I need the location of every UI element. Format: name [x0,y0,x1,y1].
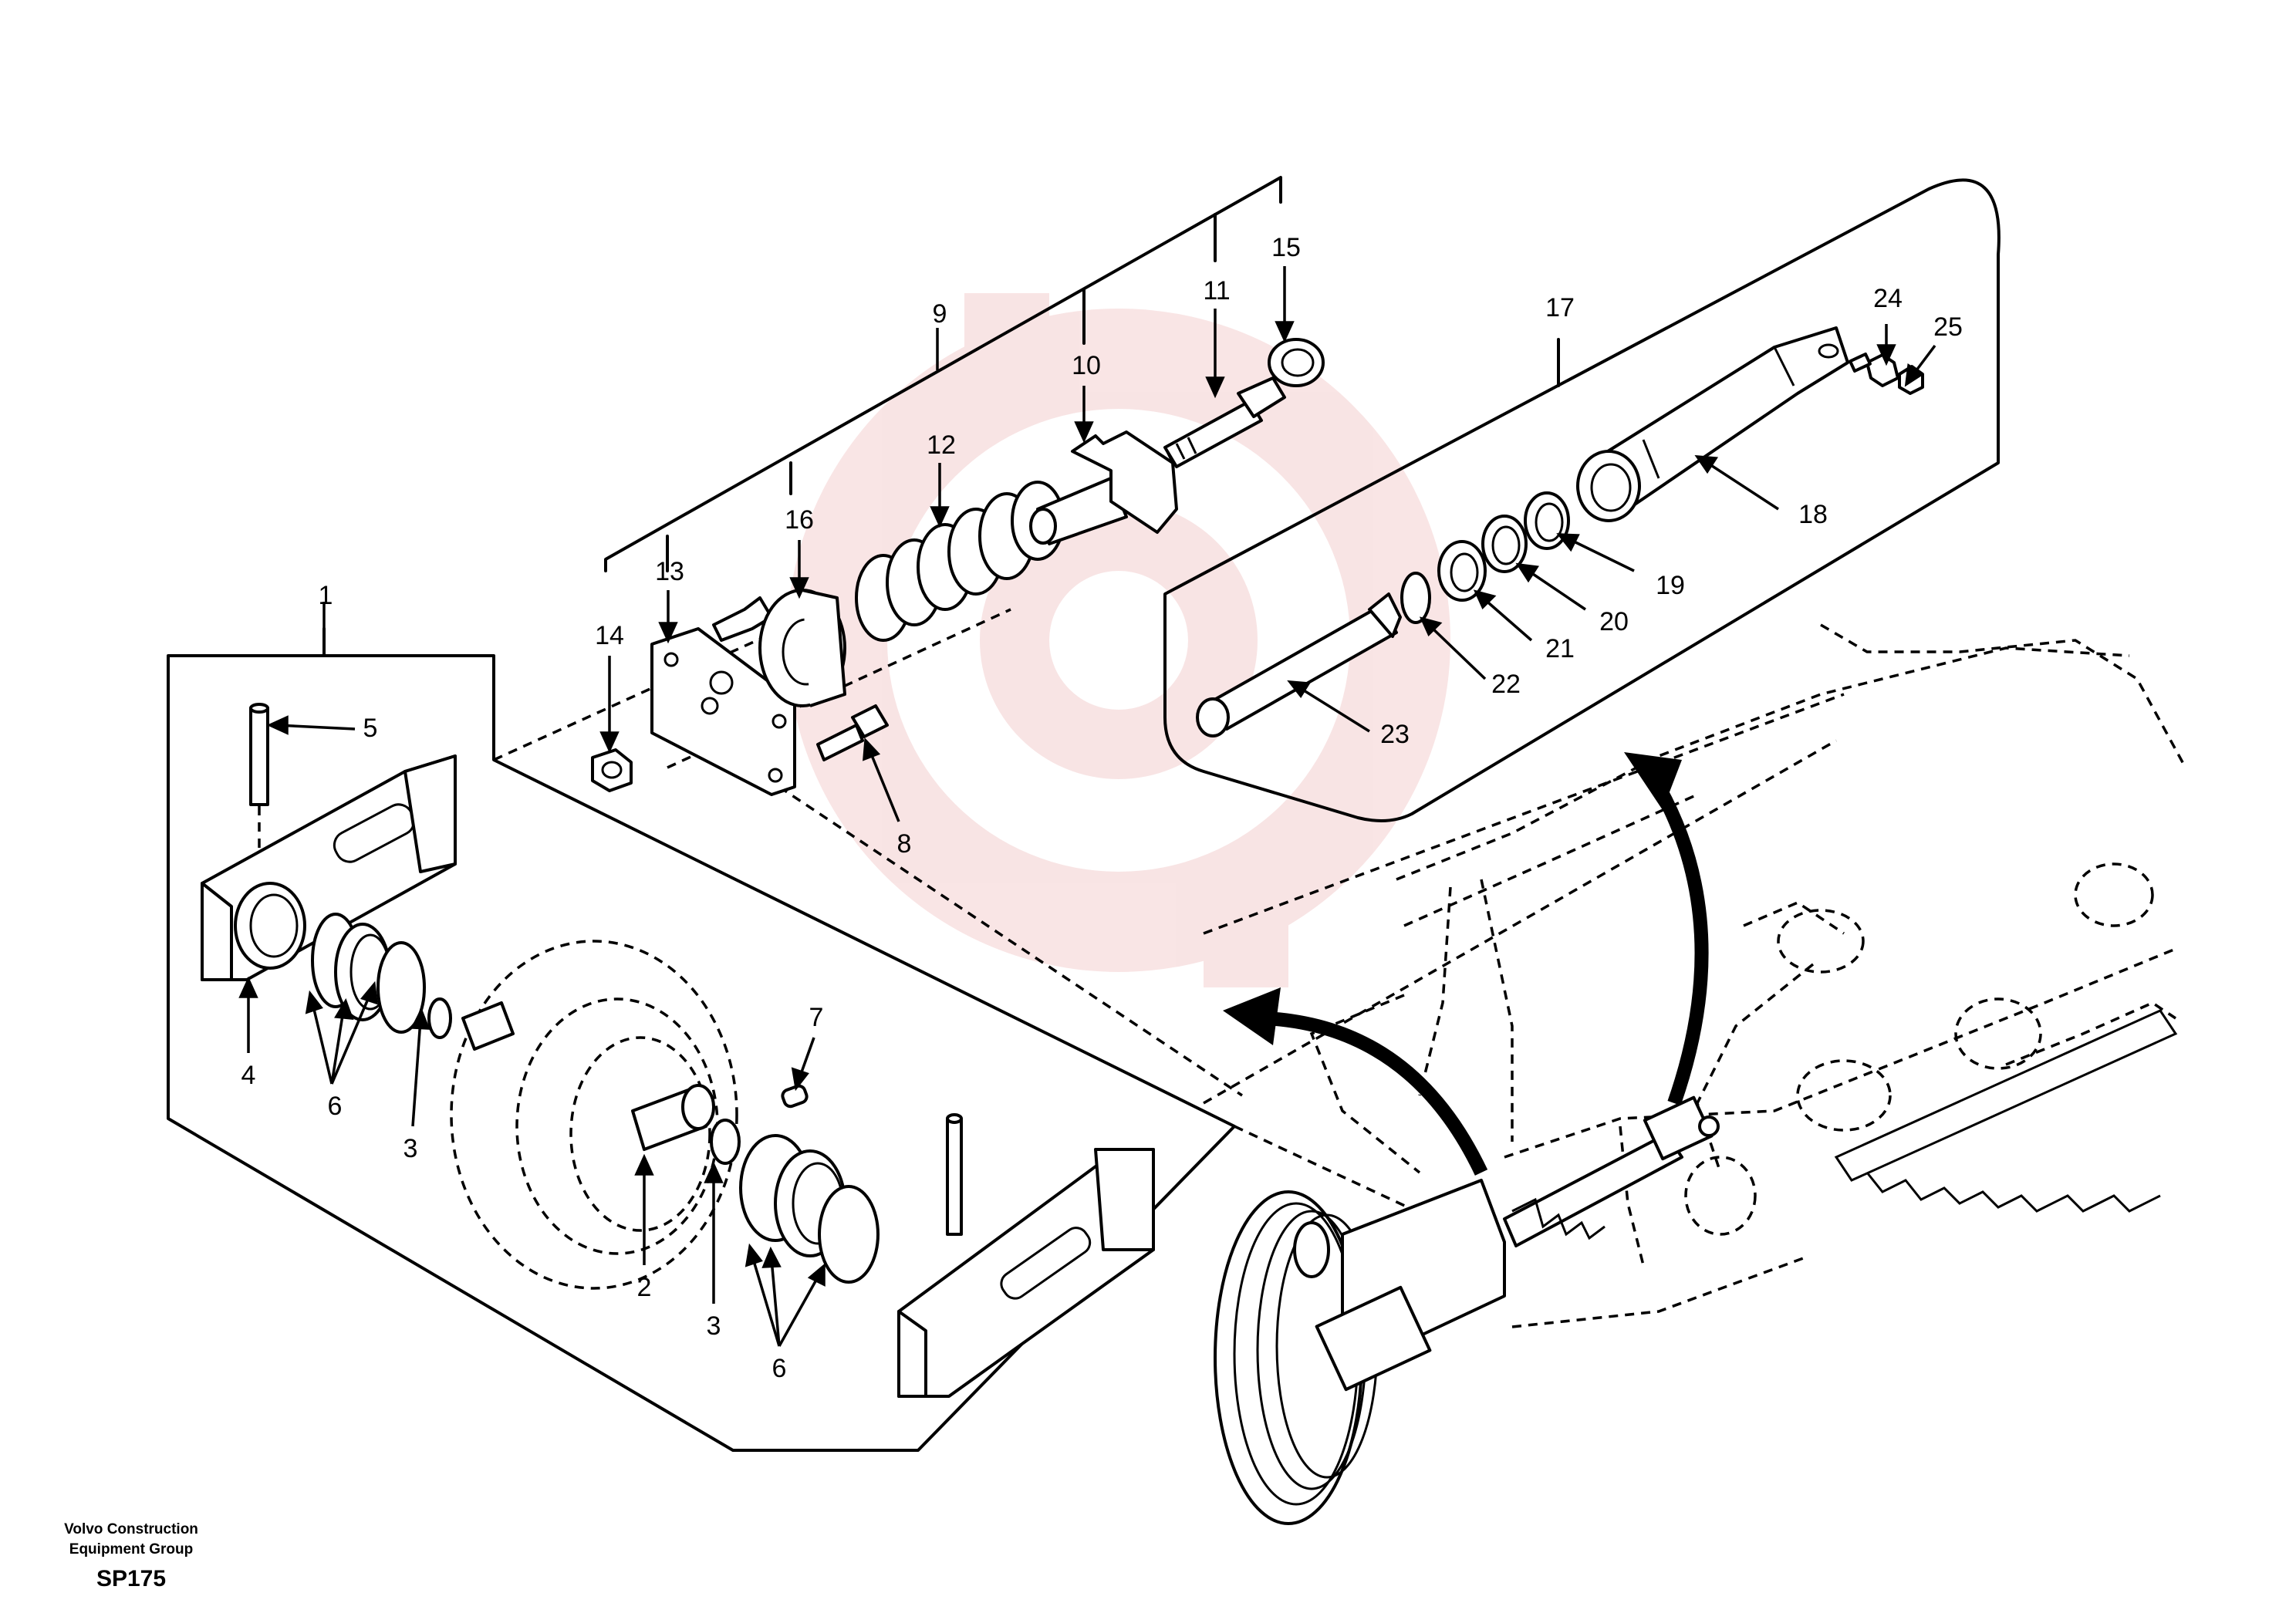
track-frame-outline [1309,623,2185,1328]
part-2-shaft-and-wheel [450,940,809,1290]
part-22-snap-ring [1400,572,1431,624]
callout-25: 25 [1933,312,1963,342]
callout-15: 15 [1271,233,1301,262]
callout-5: 5 [363,714,378,743]
diagram-code: SP175 [96,1566,167,1591]
part-20-ring [1481,515,1528,573]
publisher-line-2: Equipment Group [69,1541,194,1558]
callout-12: 12 [927,430,956,460]
callout-21: 21 [1545,634,1575,663]
part-8-bolt [816,704,889,761]
group-bracket-tree [604,176,1282,572]
part-3-o-ring-right [710,1119,741,1165]
curved-arrow-left [1223,987,1488,1176]
callout-8: 8 [897,829,912,859]
part-11-bolt [1163,376,1286,468]
part-23-rod [1196,592,1402,737]
callout-13: 13 [655,557,684,586]
callout-7: 7 [809,1003,824,1032]
part-6-seal-right [739,1134,880,1284]
part-3-o-ring-left [427,997,452,1039]
callout-3-left: 3 [403,1134,418,1163]
callout-23: 23 [1380,720,1410,749]
part-10-rod-end [1029,430,1178,545]
idler-assembly-view [1214,1095,1720,1525]
detail-box-17 [1163,178,2001,822]
callout-1: 1 [319,581,333,610]
part-15-bushing [1268,338,1325,387]
callout-9: 9 [933,299,947,329]
part-24-fitting [1849,353,1899,387]
callout-6-right: 6 [772,1354,787,1383]
part-18-cylinder [1576,326,1849,522]
callout-3-right: 3 [707,1311,721,1341]
callout-4: 4 [241,1061,256,1090]
publisher-line-1: Volvo Construction [64,1521,198,1537]
callout-14: 14 [595,621,624,650]
part-12-spring [855,481,1065,642]
callout-20: 20 [1599,607,1629,636]
leader-arrows [238,266,1936,1347]
callout-24: 24 [1873,284,1903,313]
part-slide-block-right [897,1113,1155,1398]
part-4-slide-block [201,754,457,981]
curved-arrow-up [1624,752,1709,1105]
part-5-pin [249,703,269,856]
part-21-ring [1437,540,1487,602]
callout-16: 16 [785,505,814,535]
part-13-plate [650,596,796,796]
callout-labels: 1 2 3 3 4 5 6 6 7 8 9 10 11 12 13 14 15 … [241,233,1963,1383]
callout-18: 18 [1798,500,1828,529]
callout-10: 10 [1072,351,1101,380]
callout-2: 2 [637,1273,652,1302]
callout-22: 22 [1491,670,1521,699]
part-16-washer [758,589,846,707]
part-6-seal-left [311,913,426,1034]
callout-17: 17 [1545,293,1575,322]
callout-19: 19 [1656,571,1685,600]
callout-6-left: 6 [328,1092,343,1121]
part-14-nut [591,748,633,792]
callout-11: 11 [1203,276,1230,305]
publisher-caption: Volvo Construction Equipment Group [31,1520,231,1560]
